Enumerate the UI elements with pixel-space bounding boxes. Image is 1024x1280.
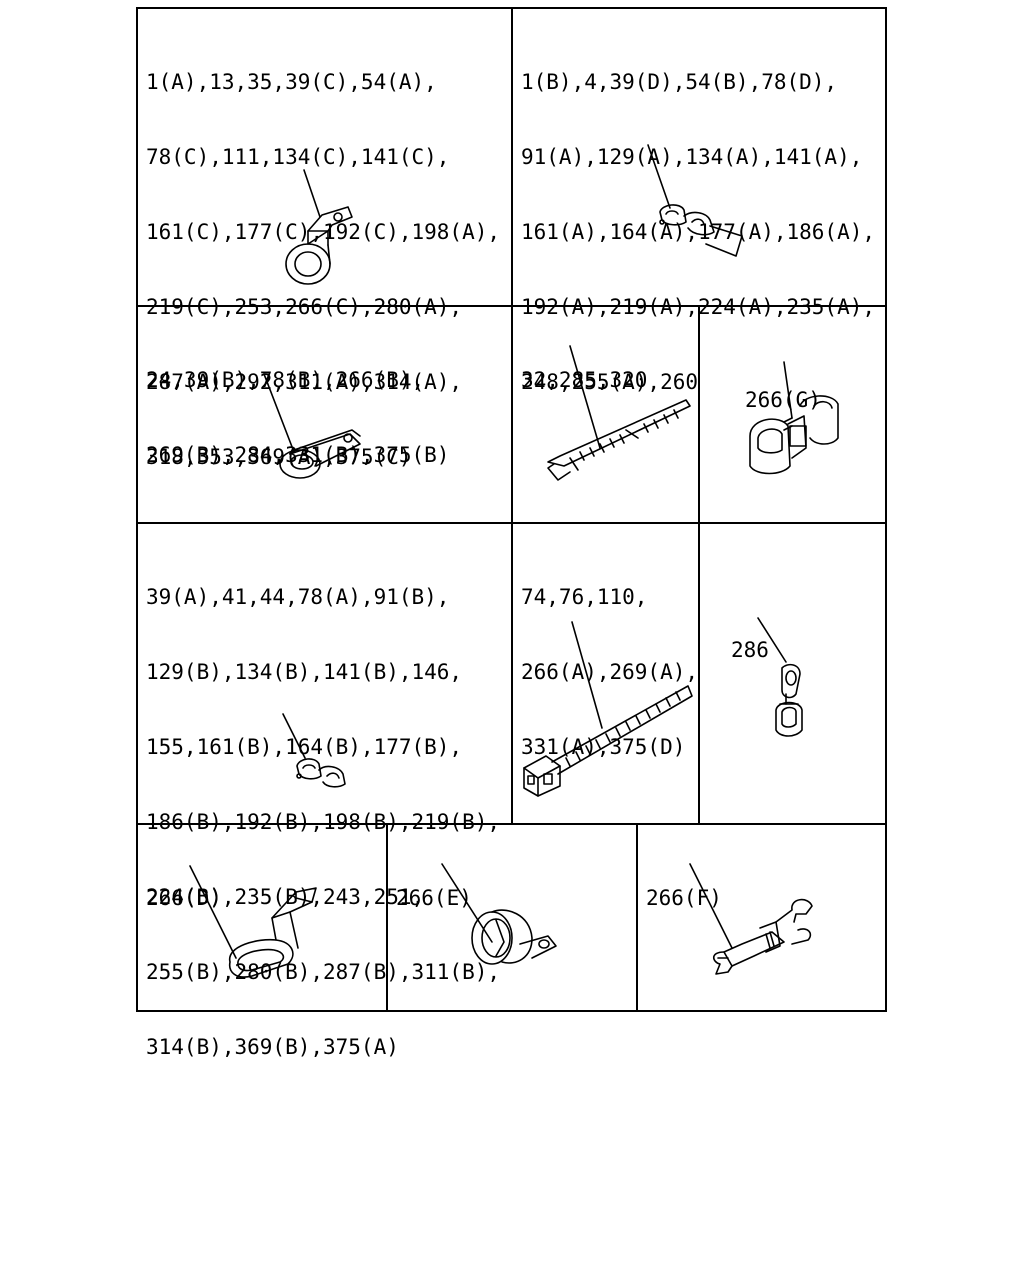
grid-divider (636, 823, 638, 1012)
callout-line: 248,255(A),260 (521, 370, 699, 394)
callout-line: 78(C),111,134(C),141(C), (146, 145, 450, 169)
grid-divider (511, 7, 513, 824)
double-clip-drawing (282, 713, 346, 788)
part-callout-c1: 1(A),13,35,39(C),54(A), 78(C),111,134(C)… (146, 20, 500, 495)
part-callout-c7: 74,76,110, 266(A),269(A), 331(A),375(D) (521, 535, 698, 785)
callout-line: 32,285,320 (521, 368, 648, 392)
callout-line: 314(B),369(B),375(A) (146, 1035, 399, 1059)
oval-clamp-drawing (189, 865, 317, 978)
grid-divider (136, 305, 887, 307)
grid-divider (698, 305, 700, 824)
part-callout-c2: 1(B),4,39(D),54(B),78(D), 91(A),129(A),1… (521, 20, 875, 420)
part-callout-c5: 266(G) (745, 338, 821, 438)
callout-line: 266(F) (646, 886, 722, 910)
double-clip-strip-drawing (647, 144, 743, 257)
part-callout-c8: 286 (731, 588, 769, 688)
callout-line: 74,76,110, (521, 585, 648, 609)
callout-line: 1(B),4,39(D),54(B),78(D), (521, 70, 838, 94)
cushioned-clamp-drawing (441, 863, 557, 965)
ring-terminal-clip-drawing (757, 617, 803, 737)
callout-line: 161(C),177(C),192(C),198(A), (146, 220, 501, 244)
cable-tie-small-drawing (547, 345, 691, 481)
callout-line: 266(G) (745, 388, 821, 412)
callout-line: 129(B),134(B),141(B),146, (146, 660, 463, 684)
p-clamp-drawing (263, 373, 361, 479)
grid-divider (386, 823, 388, 1012)
double-hook-clip-drawing (689, 863, 813, 975)
callout-line: 161(A),164(A),177(A),186(A), (521, 220, 876, 244)
callout-line: 255(B),280(B),287(B),311(B), (146, 960, 501, 984)
callout-line: 91(A),129(A),134(A),141(A), (521, 145, 863, 169)
part-callout-c11: 266(F) (646, 836, 722, 936)
snap-clip-drawing (749, 361, 839, 475)
callout-line: 24,39(B),78(B),266(B), (146, 368, 425, 392)
callout-line: 287(A),292,311(A),314(A), (146, 370, 463, 394)
callout-line: 192(A),219(A),224(A),235(A), (521, 295, 876, 319)
callout-line: 186(B),192(B),198(B),219(B), (146, 810, 501, 834)
p-clamp-with-tab-drawing (285, 169, 353, 285)
callout-line: 1(A),13,35,39(C),54(A), (146, 70, 437, 94)
grid-divider (136, 522, 887, 524)
grid-divider (136, 823, 887, 825)
callout-line: 39(A),41,44,78(A),91(B), (146, 585, 450, 609)
callout-line: 266(A),269(A), (521, 660, 699, 684)
callout-line: 286 (731, 638, 769, 662)
callout-line: 318,353,369(A),375(C) (146, 445, 412, 469)
part-callout-c4: 32,285,320 (521, 318, 647, 418)
part-callout-c6: 39(A),41,44,78(A),91(B), 129(B),134(B),1… (146, 535, 500, 1085)
cable-tie-large-drawing (523, 621, 693, 797)
callout-line: 219(C),253,266(C),280(A), (146, 295, 463, 319)
